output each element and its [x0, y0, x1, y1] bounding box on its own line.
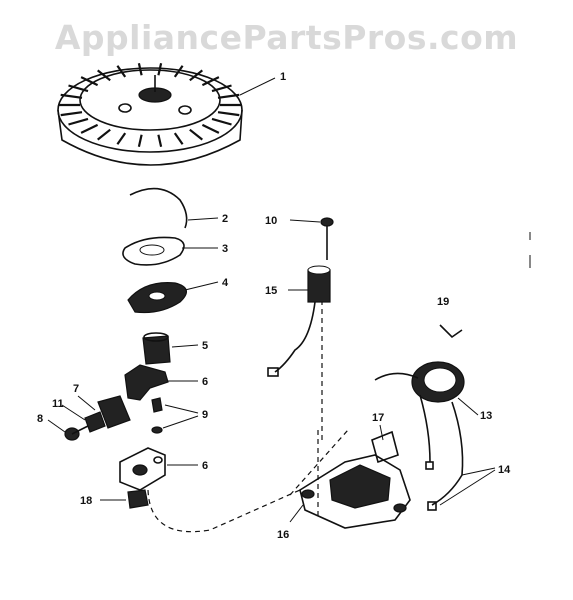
- leader-14a: [461, 467, 496, 476]
- flywheel-fin: [137, 134, 143, 147]
- flywheel-fin: [201, 123, 220, 134]
- callout-6b: 6: [202, 460, 208, 472]
- callout-6a: 6: [202, 376, 208, 388]
- screw-washer-part: [151, 397, 163, 434]
- flywheel-fin: [80, 76, 99, 87]
- callout-4: 4: [222, 277, 229, 289]
- callout-7: 7: [73, 383, 79, 395]
- callout-5: 5: [202, 340, 208, 352]
- watermark-logo: AppliancePartsPros.com: [54, 18, 519, 57]
- callout-16: 16: [277, 529, 289, 541]
- spring-clip-part: [129, 187, 188, 229]
- breaker-base-part: [119, 447, 166, 491]
- callout-13: 13: [480, 410, 492, 422]
- flywheel-fin: [173, 132, 184, 145]
- flywheel-fin: [60, 111, 83, 117]
- leader-8: [47, 419, 66, 433]
- callout-3: 3: [222, 243, 228, 255]
- flywheel-fin: [68, 117, 89, 126]
- leader-1: [239, 77, 276, 96]
- flywheel-fin: [68, 84, 89, 93]
- callout-14: 14: [498, 464, 511, 476]
- leader-11: [61, 404, 86, 421]
- cam-part: [142, 335, 171, 365]
- flywheel-fin: [116, 65, 127, 78]
- callout-11: 11: [52, 398, 64, 410]
- leader-9b: [162, 415, 199, 429]
- flywheel-fin: [157, 134, 163, 147]
- flywheel-fin: [97, 128, 111, 141]
- flywheel-fin: [201, 76, 220, 87]
- flywheel-fin: [217, 111, 240, 117]
- condenser-part: [267, 265, 331, 377]
- flywheel-fin: [60, 93, 83, 99]
- flywheel-fin: [217, 93, 240, 99]
- flywheel-fin: [80, 123, 99, 134]
- leader-10: [289, 219, 321, 223]
- callout-2: 2: [222, 213, 228, 225]
- flywheel-fin: [137, 63, 143, 76]
- flywheel-fin: [211, 84, 232, 93]
- leader-17: [379, 424, 384, 441]
- callout-9: 9: [202, 409, 208, 421]
- stator-plate-part: [299, 430, 411, 529]
- leader-16: [289, 504, 304, 523]
- flywheel-fin: [189, 128, 203, 141]
- flywheel-fin: [211, 117, 232, 126]
- callout-10: 10: [265, 215, 277, 227]
- flywheel-fin: [157, 63, 163, 76]
- callout-15: 15: [265, 285, 277, 297]
- leader-9a: [164, 404, 199, 414]
- assembly-line-a: [147, 489, 301, 533]
- terminal-block-part: [127, 489, 149, 509]
- leader-5: [171, 344, 199, 348]
- leader-2: [187, 217, 219, 221]
- gasket-part: [122, 236, 185, 266]
- breaker-arm-part: [124, 364, 169, 401]
- flywheel-part: [57, 63, 243, 166]
- condenser-assembly-part: [64, 395, 131, 441]
- callout-18: 18: [80, 495, 92, 507]
- flywheel-fin: [97, 69, 111, 82]
- callout-17: 17: [372, 412, 384, 424]
- callout-8: 8: [37, 413, 43, 425]
- screw-part: [320, 217, 334, 260]
- callout-1: 1: [280, 71, 286, 83]
- retainer-clip-part: [439, 324, 463, 339]
- assembly-line-d: [289, 429, 349, 496]
- leader-14b: [439, 469, 496, 506]
- flywheel-fin: [189, 69, 203, 82]
- leader-13: [457, 397, 479, 416]
- flywheel-fin: [116, 132, 127, 145]
- ignition-coil-part: [374, 361, 465, 511]
- callout-19: 19: [437, 296, 449, 308]
- flywheel-fin: [173, 65, 184, 78]
- leader-7: [77, 395, 96, 411]
- leader-4: [184, 281, 219, 291]
